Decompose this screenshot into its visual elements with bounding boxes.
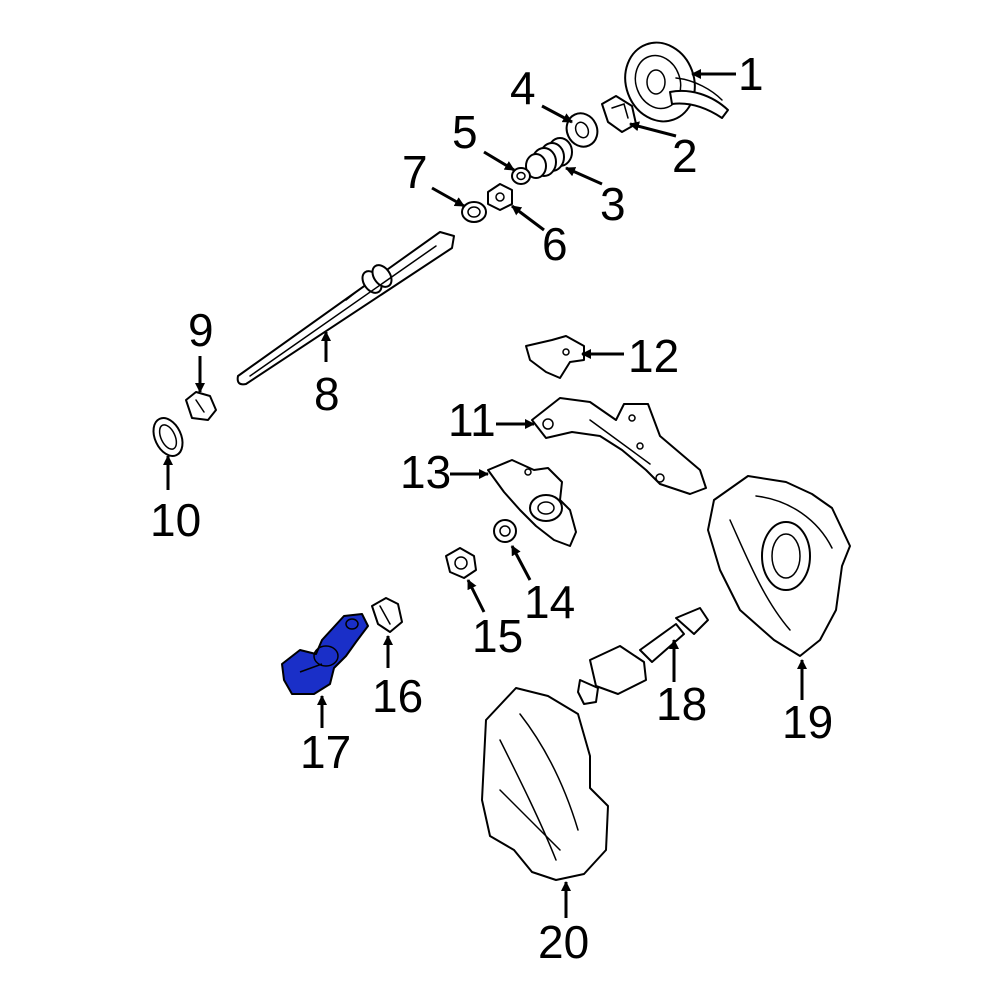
part-19-shroud[interactable] [707, 475, 851, 657]
leader-14 [510, 545, 532, 581]
callout-17[interactable]: 17 [300, 726, 351, 778]
leader-15 [466, 579, 486, 613]
part-6-bushing[interactable] [487, 183, 513, 211]
callout-9[interactable]: 9 [188, 304, 214, 356]
callout-16[interactable]: 16 [372, 670, 423, 722]
callout-1[interactable]: 1 [738, 48, 764, 100]
callout-19[interactable]: 19 [782, 696, 833, 748]
callout-5[interactable]: 5 [452, 106, 478, 158]
part-15-bushing[interactable] [445, 547, 477, 579]
leader-lines [163, 69, 807, 918]
callout-8[interactable]: 8 [314, 368, 340, 420]
part-5-ring[interactable] [511, 167, 531, 185]
part-18-column[interactable] [577, 607, 709, 705]
part-9-nut[interactable] [185, 391, 217, 421]
callout-2[interactable]: 2 [672, 130, 698, 182]
part-17-u-joint[interactable] [281, 613, 369, 695]
part-3-spring[interactable] [525, 137, 573, 179]
callout-7[interactable]: 7 [402, 146, 428, 198]
leader-4 [541, 104, 573, 124]
leader-6 [511, 204, 545, 232]
callout-18[interactable]: 18 [656, 678, 707, 730]
part-7-ring[interactable] [461, 201, 487, 223]
part-11-bracket[interactable] [531, 397, 707, 495]
part-14-bearing[interactable] [493, 519, 517, 543]
callout-11[interactable]: 11 [448, 394, 496, 446]
leader-2 [629, 121, 677, 138]
leader-7 [431, 186, 465, 208]
callout-14[interactable]: 14 [524, 576, 575, 628]
callout-3[interactable]: 3 [600, 178, 626, 230]
part-4-washer[interactable] [561, 108, 603, 151]
part-13-housing[interactable] [487, 459, 577, 547]
part-10-seal[interactable] [148, 413, 188, 460]
callout-12[interactable]: 12 [628, 330, 679, 382]
callout-20[interactable]: 20 [538, 916, 589, 968]
part-12-bracket[interactable] [525, 335, 585, 379]
callout-13[interactable]: 13 [400, 446, 451, 498]
callout-15[interactable]: 15 [472, 610, 523, 662]
callout-4[interactable]: 4 [510, 62, 536, 114]
callout-10[interactable]: 10 [150, 494, 201, 546]
part-8-shaft[interactable] [236, 231, 455, 386]
callout-6[interactable]: 6 [542, 218, 568, 270]
leader-5 [483, 150, 515, 172]
part-16-bushing[interactable] [371, 597, 403, 633]
part-20-shroud[interactable] [481, 687, 609, 881]
callout-labels: 1 2 3 4 5 6 7 8 9 10 11 12 13 14 15 16 1… [150, 48, 833, 968]
leader-3 [565, 166, 603, 186]
